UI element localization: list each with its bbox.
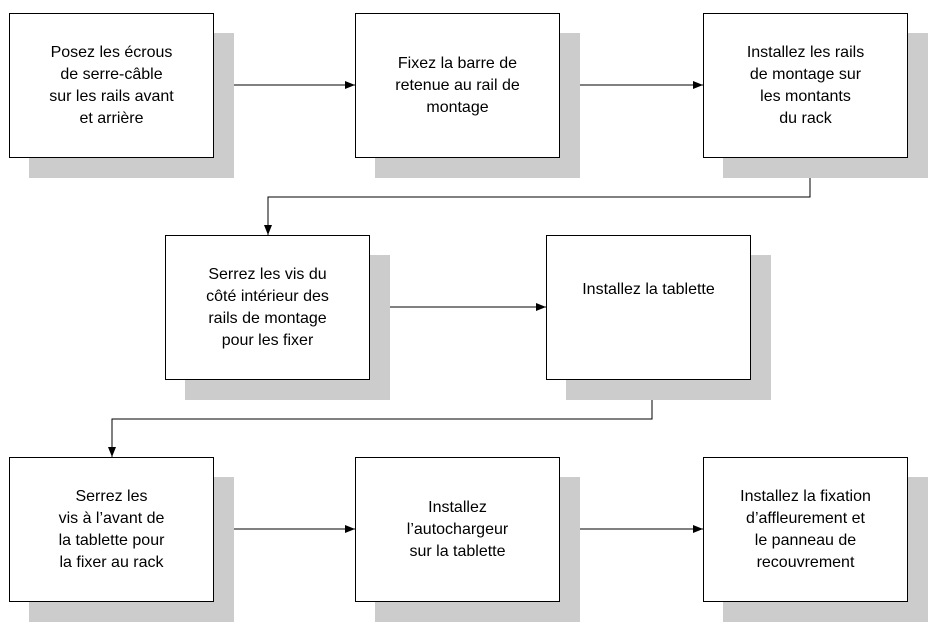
step-label-8: Installez la fixation d’affleurement et … [740,487,871,571]
step-label-2: Fixez la barre de retenue au rail de mon… [395,54,520,116]
step-box-3: Installez les rails de montage sur les m… [703,13,908,158]
step-box-5: Installez la tablette [546,235,751,380]
step-label-7: Installez l’autochargeur sur la tablette [406,498,509,560]
step-box-6: Serrez les vis à l’avant de la tablette … [9,457,214,602]
step-label-6: Serrez les vis à l’avant de la tablette … [58,487,165,571]
connector-5-6 [108,380,653,457]
step-label-3: Installez les rails de montage sur les m… [746,43,865,127]
step-box-4: Serrez les vis du côté intérieur des rai… [165,235,370,380]
step-box-8: Installez la fixation d’affleurement et … [703,457,908,602]
step-label-5: Installez la tablette [582,280,715,298]
step-box-2: Fixez la barre de retenue au rail de mon… [355,13,560,158]
step-box-7: Installez l’autochargeur sur la tablette [355,457,560,602]
step-label-4: Serrez les vis du côté intérieur des rai… [206,265,329,349]
step-label-1: Posez les écrous de serre-câble sur les … [49,43,174,127]
step-box-1: Posez les écrous de serre-câble sur les … [9,13,214,158]
connector-3-4 [264,158,811,235]
